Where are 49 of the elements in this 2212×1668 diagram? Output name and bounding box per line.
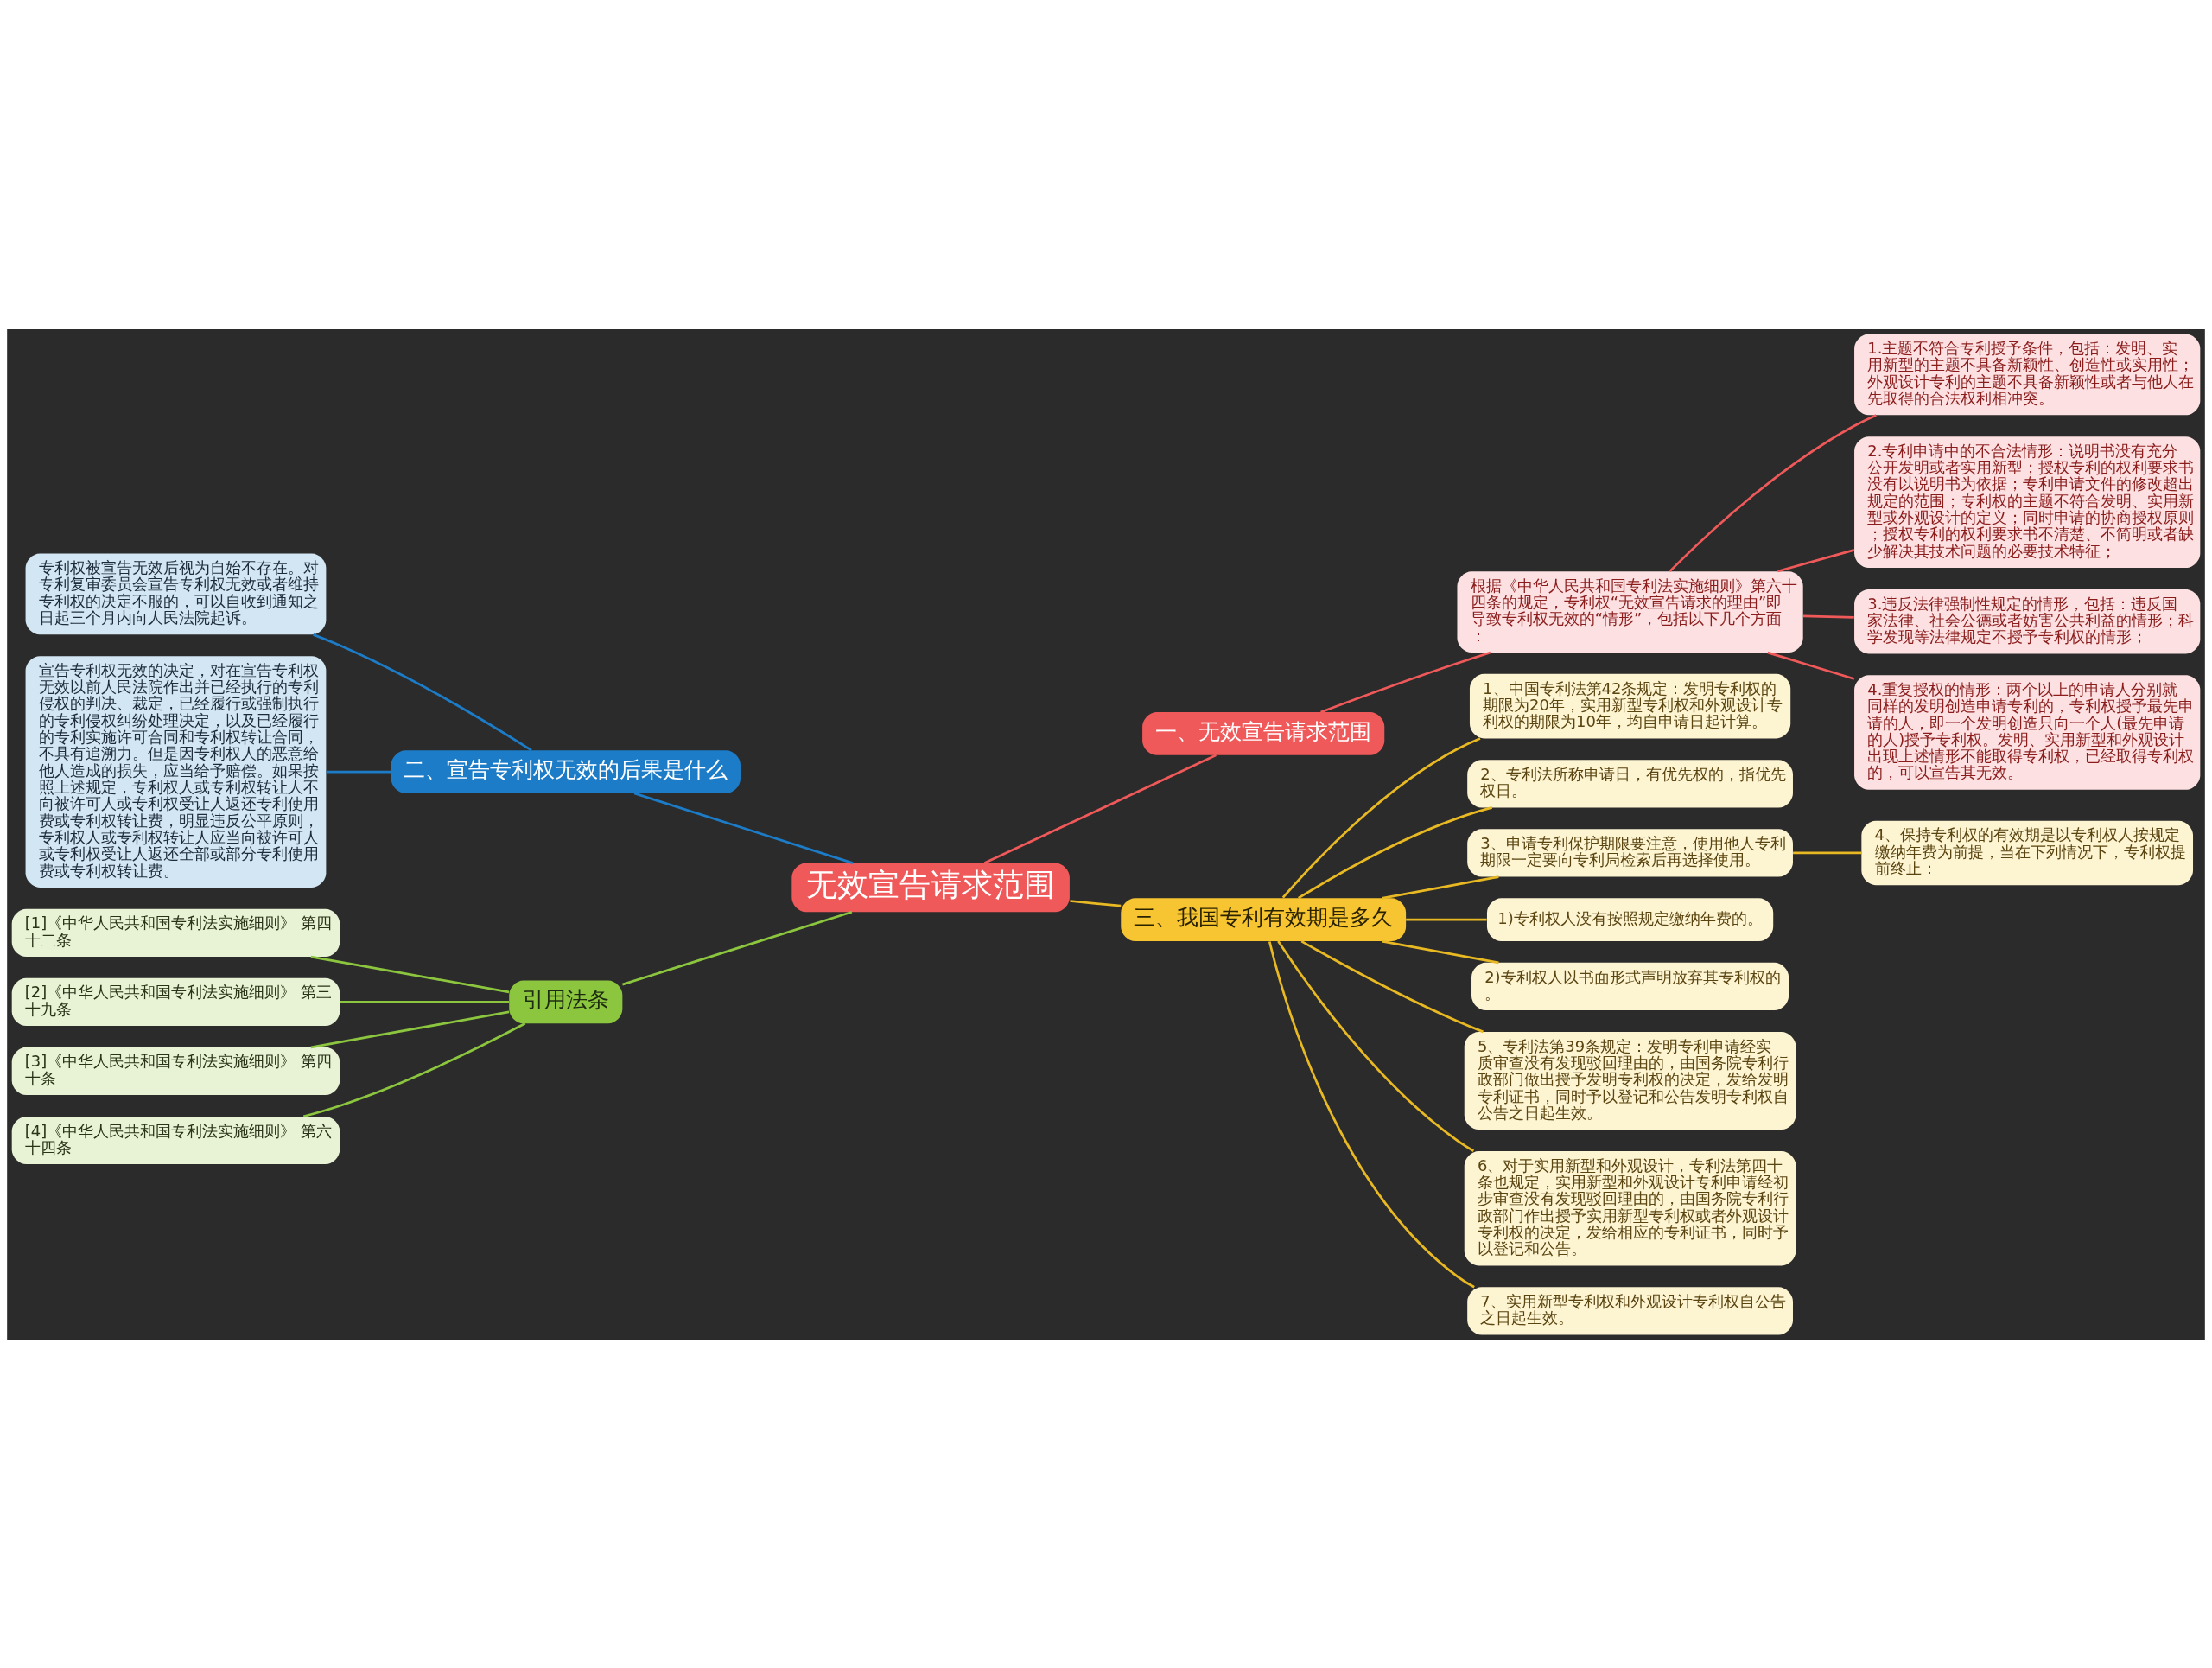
node-box: [1]《中华人民共和国专利法实施细则》 第四十二条: [11, 908, 340, 957]
connector: [1767, 651, 1855, 680]
node-box: 1、中国专利法第42条规定：发明专利权的期限为20年，实用新型专利权和外观设计专利权的期限为10年，均自申请日起计算。: [1469, 673, 1791, 738]
node-box: 根据《中华人民共和国专利法实施细则》第六十四条的规定，专利权“无效宣告请求的理由”即导致专利权无效的“情形”，包括以下几个方面：: [1457, 570, 1803, 653]
node-box: [3]《中华人民共和国专利法实施细则》 第四十条: [11, 1047, 340, 1095]
node-box: 7、实用新型专利权和外观设计专利权自公告之日起生效。: [1467, 1286, 1793, 1334]
connector: [1382, 875, 1499, 900]
connector: [1777, 548, 1855, 572]
node-box: 4、保持专利权的有效期是以专利权人按规定缴纳年费为前提，当在下列情况下，专利权提前终止：: [1861, 820, 2193, 885]
connector: [313, 633, 532, 751]
node-box: [2]《中华人民共和国专利法实施细则》 第三十九条: [11, 977, 340, 1026]
node-box: 无效宣告请求范围: [791, 863, 1070, 912]
connector: [1793, 851, 1862, 854]
node-box: 4.重复授权的情形：两个以上的申请人分别就同样的发明创造申请专利的，专利权授予最先申请的人，即一个发明创造只向一个人(最先申请的人)授予专利权。发明、实用新型和外观设计出现上述情形不能取得专利权，已经取得专利权的，可以宣告其无效。: [1854, 674, 2201, 790]
connector: [1277, 939, 1475, 1152]
node-box: 2、专利法所称申请日，有优先权的，指优先权日。: [1467, 759, 1793, 807]
node-box: [4]《中华人民共和国专利法实施细则》 第六十四条: [11, 1116, 340, 1164]
node-box: 3.违反法律强制性规定的情形，包括：违反国家法律、社会公德或者妨害公共利益的情形；科学发现等法律规定不授予专利权的情形；: [1854, 589, 2201, 653]
node-box: 宣告专利权无效的决定，对在宣告专利权无效以前人民法院作出并已经执行的专利侵权的判决、裁定，已经履行或强制执行的专利侵权纠纷处理决定，以及已经履行的专利实施许可合同和专利权转让合同，不具有追溯力。但是因专利权人的恶意给他人造成的损失，应当给予赔偿。如果按照上述规定，专利权人或专利权转让人不向被许可人或专利权受让人返还专利使用费或专利权转让费，明显违反公平原则，专利权人或专利权转让人应当向被许可人或专利权受让人返还全部或部分专利使用费或专利权转让费。: [25, 655, 327, 888]
node-box: 1)专利权人没有按照规定缴纳年费的。: [1486, 897, 1774, 941]
connector: [310, 1010, 510, 1048]
node-box: 二、宣告专利权无效的后果是什么: [391, 749, 741, 793]
node-box: 1.主题不符合专利授予条件，包括：发明、实用新型的主题不具备新颖性、创造性或实用性；外观设计专利的主题不具备新颖性或者与他人在先取得的合法权利相冲突。: [1854, 334, 2201, 415]
node-box: 5、专利法第39条规定：发明专利申请经实质审查没有发现驳回理由的，由国务院专利行政部门做出授予发明专利权的决定，发给发明专利证书，同时予以登记和公告发明专利权自公告之日起生效。: [1464, 1031, 1796, 1130]
node-box: 3、申请专利保护期限要注意，使用他人专利期限一定要向专利局检索后再选择使用。: [1467, 828, 1793, 876]
connector: [1406, 918, 1487, 921]
connector: [633, 792, 854, 864]
connector: [1300, 939, 1484, 1033]
connector: [310, 955, 510, 993]
connector: [340, 1000, 509, 1003]
connector: [1297, 805, 1493, 899]
node-box: 引用法条: [509, 980, 623, 1023]
node-box: 6、对于实用新型和外观设计，专利法第四十条也规定，实用新型和外观设计专利申请经初步审查没有发现驳回理由的，由国务院专利行政部门作出授予实用新型专利权或者外观设计专利权的决定，发给相应的专利证书，同时予以登记和公告。: [1464, 1150, 1796, 1265]
connector: [621, 910, 853, 985]
node-box: 2)专利权人以书面形式声明放弃其专利权的。: [1471, 962, 1789, 1010]
connector: [326, 770, 391, 773]
connector: [1320, 651, 1491, 713]
connector: [983, 754, 1217, 864]
connector: [1382, 939, 1499, 964]
node-box: 专利权被宣告无效后视为自始不存在。对专利复审委员会宣告专利权无效或者维持专利权的决定不服的，可以自收到通知之日起三个月内向人民法院起诉。: [25, 552, 327, 634]
connector: [1669, 413, 1877, 572]
node-box: 三、我国专利有效期是多久: [1121, 897, 1407, 941]
node-box: 2.专利申请中的不合法情形：说明书没有充分公开发明或者实用新型；授权专利的权利要求书没有以说明书为依据；专利申请文件的修改超出规定的范围；专利权的主题不符合发明、实用新型或外观设计的定义；同时申请的协商授权原则；授权专利的权利要求书不清楚、不简明或者缺少解决其技术问题的必要技术特征；: [1854, 436, 2201, 568]
connector: [1070, 899, 1122, 907]
node-box: 一、无效宣告请求范围: [1142, 711, 1385, 755]
connector: [302, 1022, 526, 1117]
connector: [1281, 736, 1481, 899]
connector: [1268, 940, 1475, 1288]
connector: [1802, 614, 1854, 619]
